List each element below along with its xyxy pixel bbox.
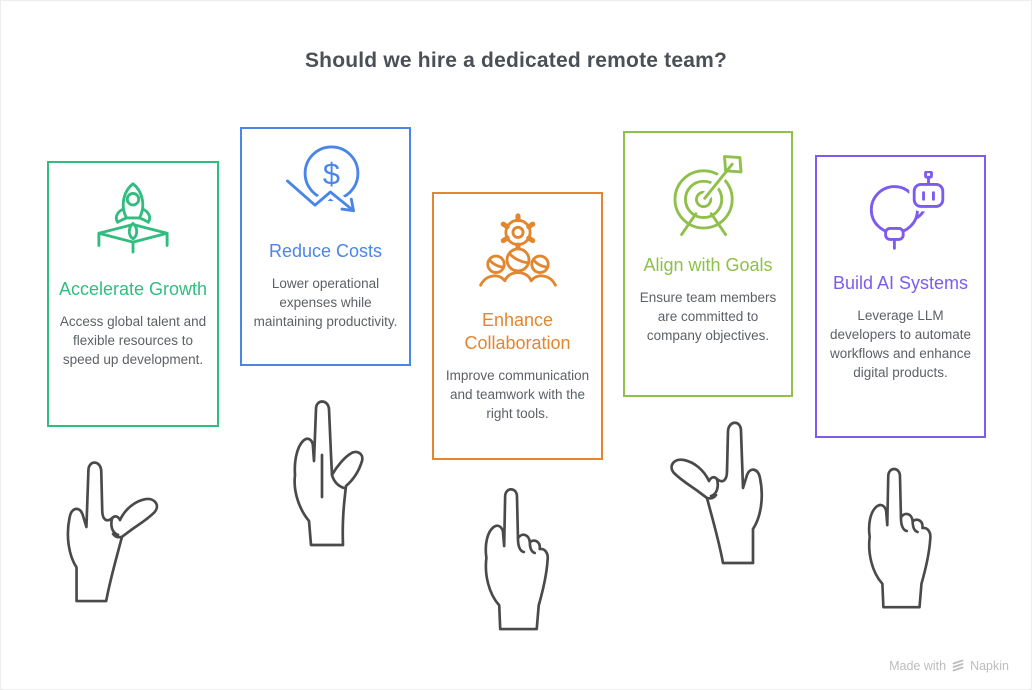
- dollar-decrease-icon: $: [282, 139, 370, 228]
- target-dart-icon: [664, 153, 752, 242]
- pointing-hand-thumb-out-icon: [66, 461, 159, 603]
- pointing-hand-thumb-out-icon: [670, 421, 764, 565]
- ai-lightbulb-icon: [857, 170, 948, 260]
- dollar-symbol: $: [322, 156, 339, 191]
- card-description: Lower operational expenses while maintai…: [253, 276, 398, 329]
- pointing-hand-icon: [484, 488, 550, 631]
- card-title: Reduce Costs: [268, 241, 383, 261]
- page-title: Should we hire a dedicated remote team?: [304, 49, 728, 72]
- gear-team-icon: [474, 208, 562, 297]
- watermark: Made with Napkin: [889, 659, 1009, 673]
- card-title: Accelerate Growth: [58, 279, 208, 299]
- card-description: Access global talent and flexible resour…: [59, 314, 207, 367]
- made-with-label: Made with: [889, 659, 947, 673]
- napkin-logo-icon: [952, 659, 964, 672]
- card-title: Enhance Collaboration: [464, 310, 571, 354]
- card-align-with-goals: Align with Goals Ensure team members are…: [623, 131, 793, 397]
- card-build-ai-systems: Build AI Systems Leverage LLM developers…: [815, 155, 986, 438]
- rocket-launch-icon: [89, 177, 177, 266]
- pointing-hand-palm-icon: [293, 400, 364, 547]
- card-title: Build AI Systems: [832, 273, 969, 293]
- card-description: Improve communication and teamwork with …: [445, 368, 590, 421]
- pointing-hand-icon: [867, 467, 932, 609]
- card-reduce-costs: $ Reduce Costs Lower operational expense…: [240, 127, 411, 366]
- brand-label: Napkin: [970, 659, 1009, 673]
- card-description: Leverage LLM developers to automate work…: [829, 308, 972, 380]
- card-enhance-collaboration: Enhance Collaboration Improve communicat…: [432, 192, 603, 460]
- card-accelerate-growth: Accelerate Growth Access global talent a…: [47, 161, 219, 427]
- card-description: Ensure team members are committed to com…: [639, 290, 777, 343]
- card-title: Align with Goals: [643, 255, 773, 275]
